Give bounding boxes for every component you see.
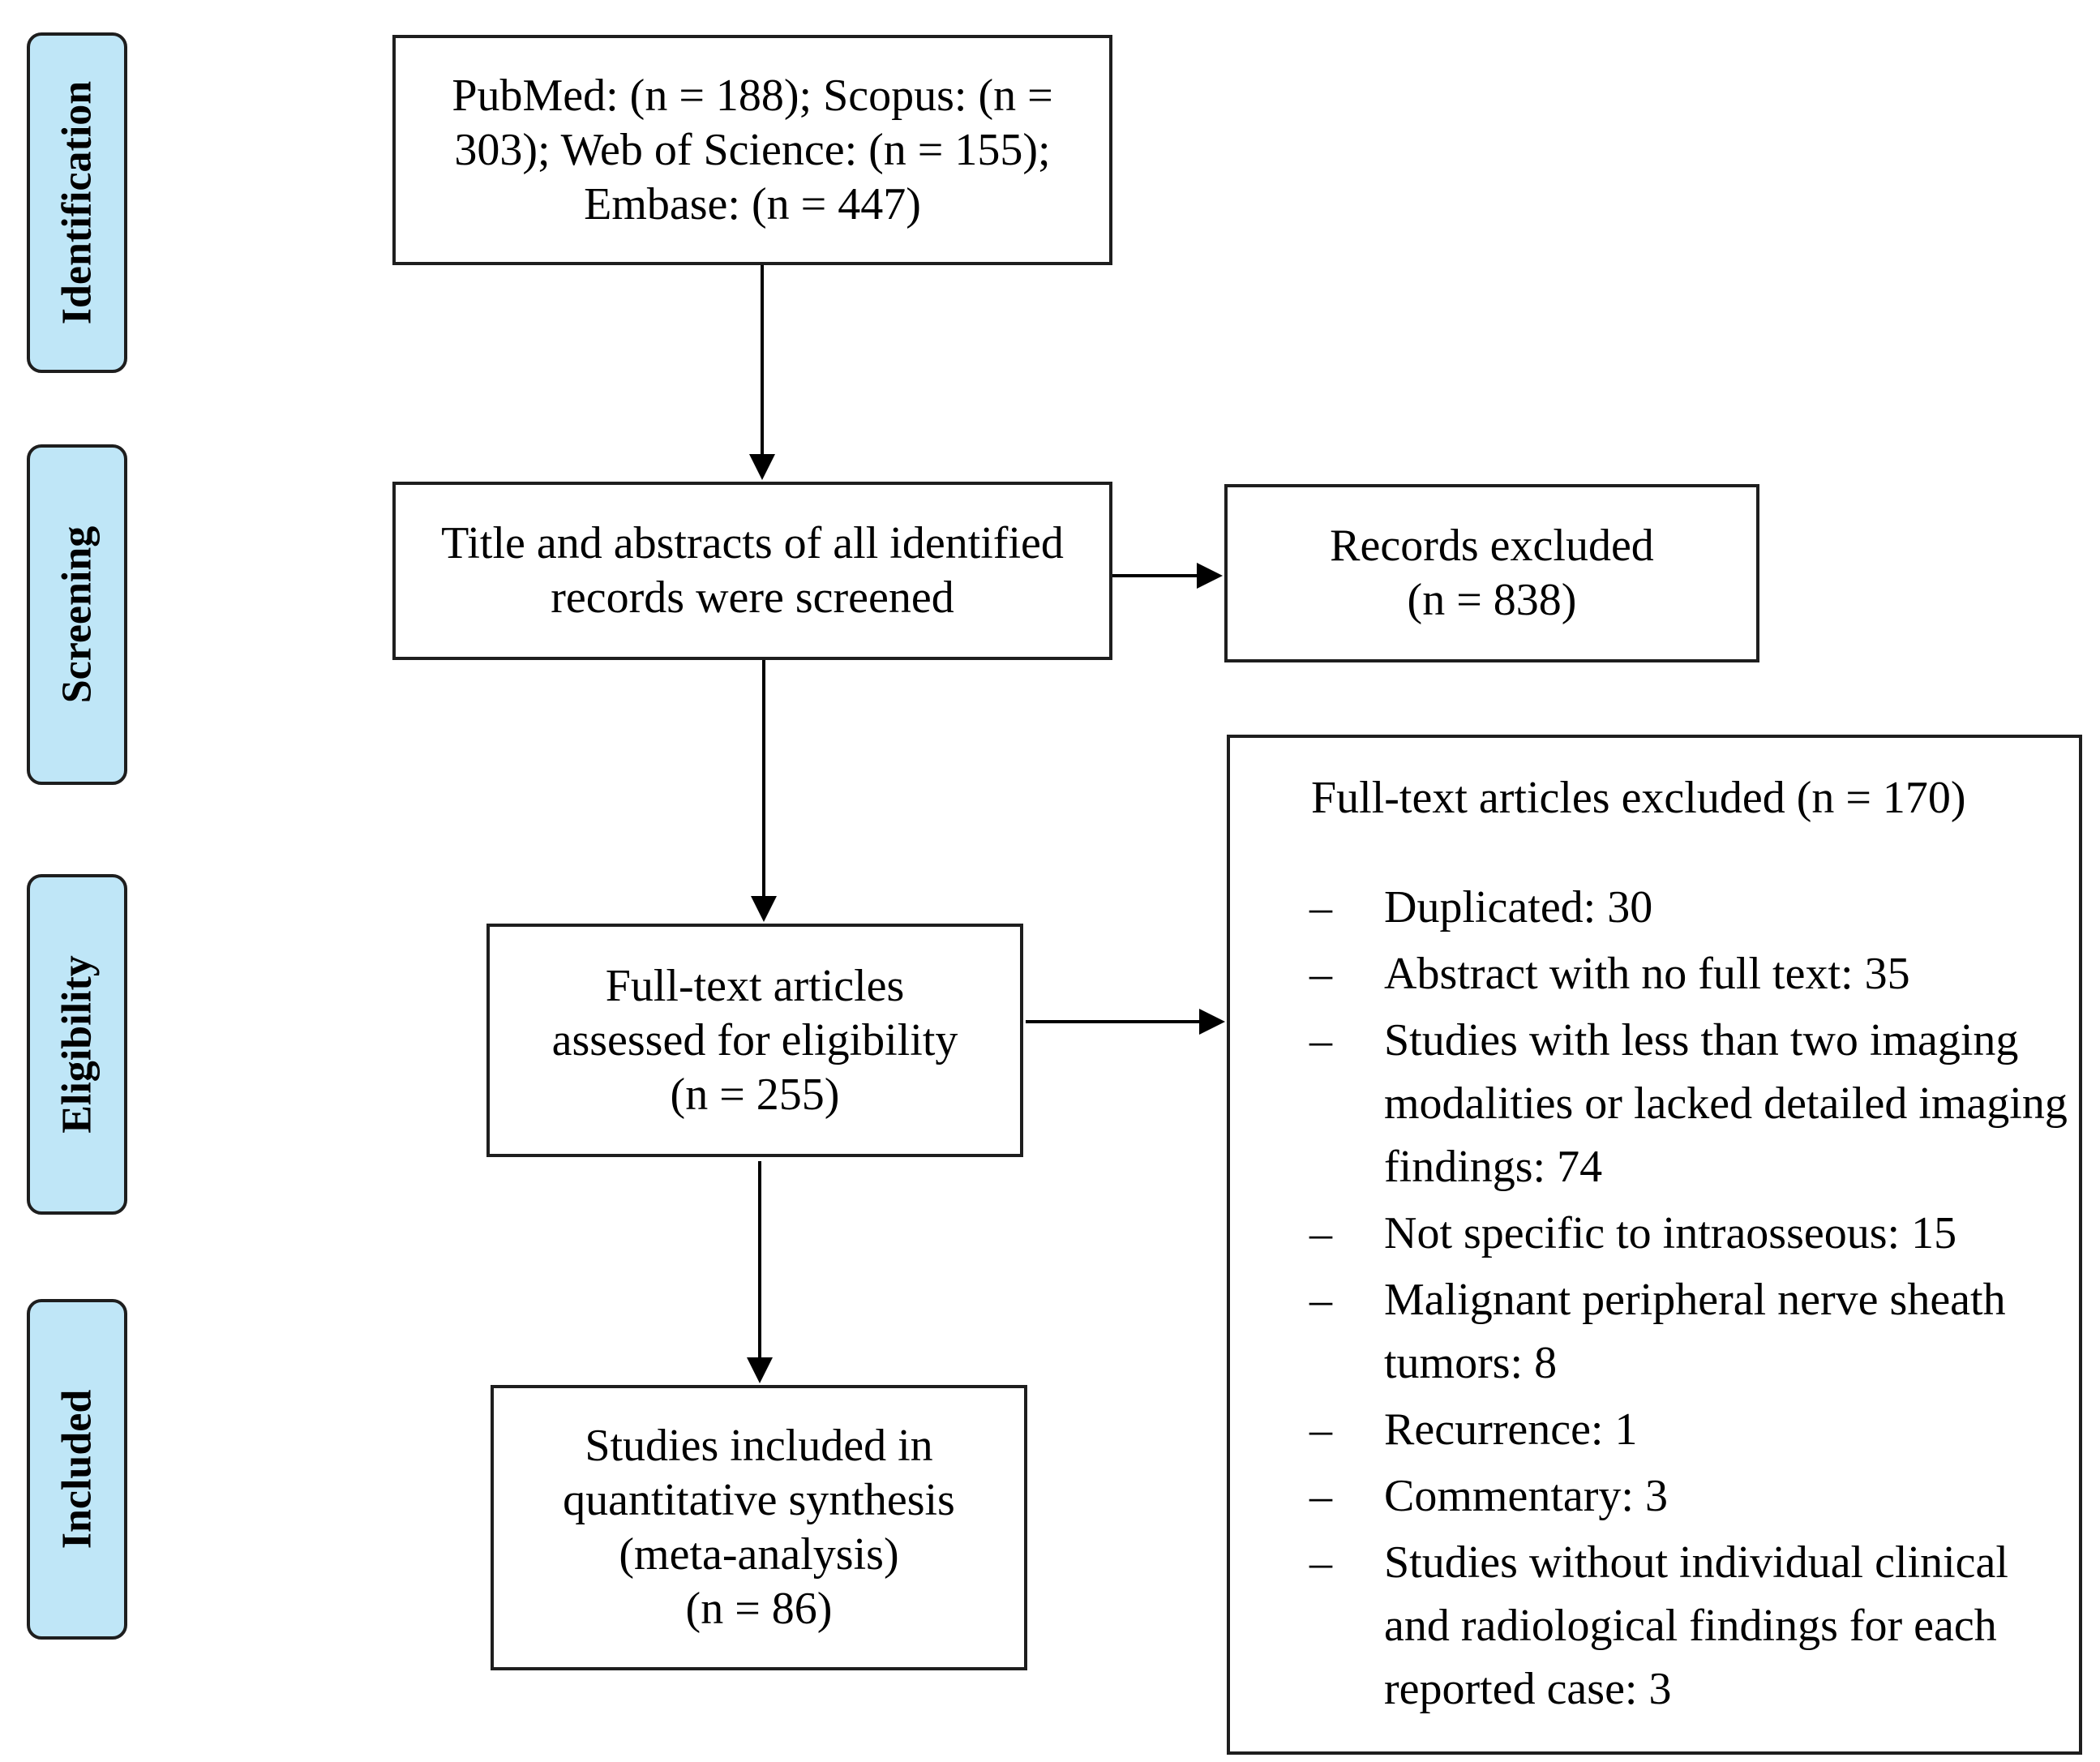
phase-screening: Screening xyxy=(27,444,127,785)
phase-eligibility: Eligibility xyxy=(27,874,127,1215)
included-line: (meta-analysis) xyxy=(619,1529,899,1580)
exclusion-reason-item: – Malignant peripheral nerve sheath tumor… xyxy=(1230,1268,2079,1395)
bullet-dash: – xyxy=(1309,1275,1332,1325)
identification-line: 303); Web of Science: (n = 155); xyxy=(454,124,1051,175)
screening-box: Title and abstracts of all identified re… xyxy=(392,482,1112,660)
bullet-dash: – xyxy=(1309,1015,1332,1065)
exclusion-reason-text: Studies with less than two imaging modal… xyxy=(1384,1015,2068,1192)
screening-line: Title and abstracts of all identified xyxy=(441,518,1064,568)
exclusion-reason-item: – Studies without individual clinical and… xyxy=(1230,1531,2079,1721)
identification-line: Embase: (n = 447) xyxy=(584,178,921,229)
eligibility-line: assessed for eligibility xyxy=(551,1014,958,1065)
included-line: (n = 86) xyxy=(685,1584,833,1634)
records-excluded-line: (n = 838) xyxy=(1407,575,1577,625)
records-excluded-box: Records excluded (n = 838) xyxy=(1224,484,1759,662)
exclusion-reason-item: – Abstract with no full text: 35 xyxy=(1230,942,2079,1005)
fulltext-excluded-box: Full-text articles excluded (n = 170) – D… xyxy=(1227,735,2082,1755)
included-line: quantitative synthesis xyxy=(563,1475,955,1525)
bullet-dash: – xyxy=(1309,1537,1332,1588)
phase-identification: Identification xyxy=(27,32,127,373)
exclusion-reason-text: Not specific to intraosseous: 15 xyxy=(1384,1208,1957,1258)
bullet-dash: – xyxy=(1309,882,1332,932)
included-box: Studies included in quantitative synthes… xyxy=(491,1385,1027,1670)
identification-line: PubMed: (n = 188); Scopus: (n = xyxy=(452,70,1053,121)
bullet-dash: – xyxy=(1309,1404,1332,1455)
exclusion-reason-item: – Duplicated: 30 xyxy=(1230,876,2079,939)
bullet-dash: – xyxy=(1309,1208,1332,1258)
exclusion-reason-text: Recurrence: 1 xyxy=(1384,1404,1638,1455)
fulltext-excluded-title: Full-text articles excluded (n = 170) xyxy=(1311,773,1966,823)
exclusion-reason-text: Duplicated: 30 xyxy=(1384,882,1653,932)
phase-included: Included xyxy=(27,1299,127,1640)
exclusion-reasons-list: – Duplicated: 30 – Abstract with no full t… xyxy=(1230,876,2079,1724)
exclusion-reason-text: Commentary: 3 xyxy=(1384,1471,1668,1521)
records-excluded-line: Records excluded xyxy=(1330,521,1654,571)
bullet-dash: – xyxy=(1309,1471,1332,1521)
eligibility-line: Full-text articles xyxy=(605,960,905,1011)
exclusion-reason-item: – Recurrence: 1 xyxy=(1230,1398,2079,1461)
included-line: Studies included in xyxy=(585,1421,933,1471)
eligibility-box: Full-text articles assessed for eligibil… xyxy=(486,924,1023,1157)
bullet-dash: – xyxy=(1309,949,1332,999)
identification-box: PubMed: (n = 188); Scopus: (n = 303); We… xyxy=(392,35,1112,265)
exclusion-reason-item: – Not specific to intraosseous: 15 xyxy=(1230,1202,2079,1265)
exclusion-reason-item: – Commentary: 3 xyxy=(1230,1464,2079,1528)
exclusion-reason-text: Studies without individual clinical and … xyxy=(1384,1537,2008,1714)
eligibility-line: (n = 255) xyxy=(670,1069,840,1120)
exclusion-reason-item: – Studies with less than two imaging moda… xyxy=(1230,1009,2079,1198)
exclusion-reason-text: Abstract with no full text: 35 xyxy=(1384,949,1910,999)
exclusion-reason-text: Malignant peripheral nerve sheath tumors… xyxy=(1384,1275,2006,1388)
screening-line: records were screened xyxy=(551,572,954,623)
